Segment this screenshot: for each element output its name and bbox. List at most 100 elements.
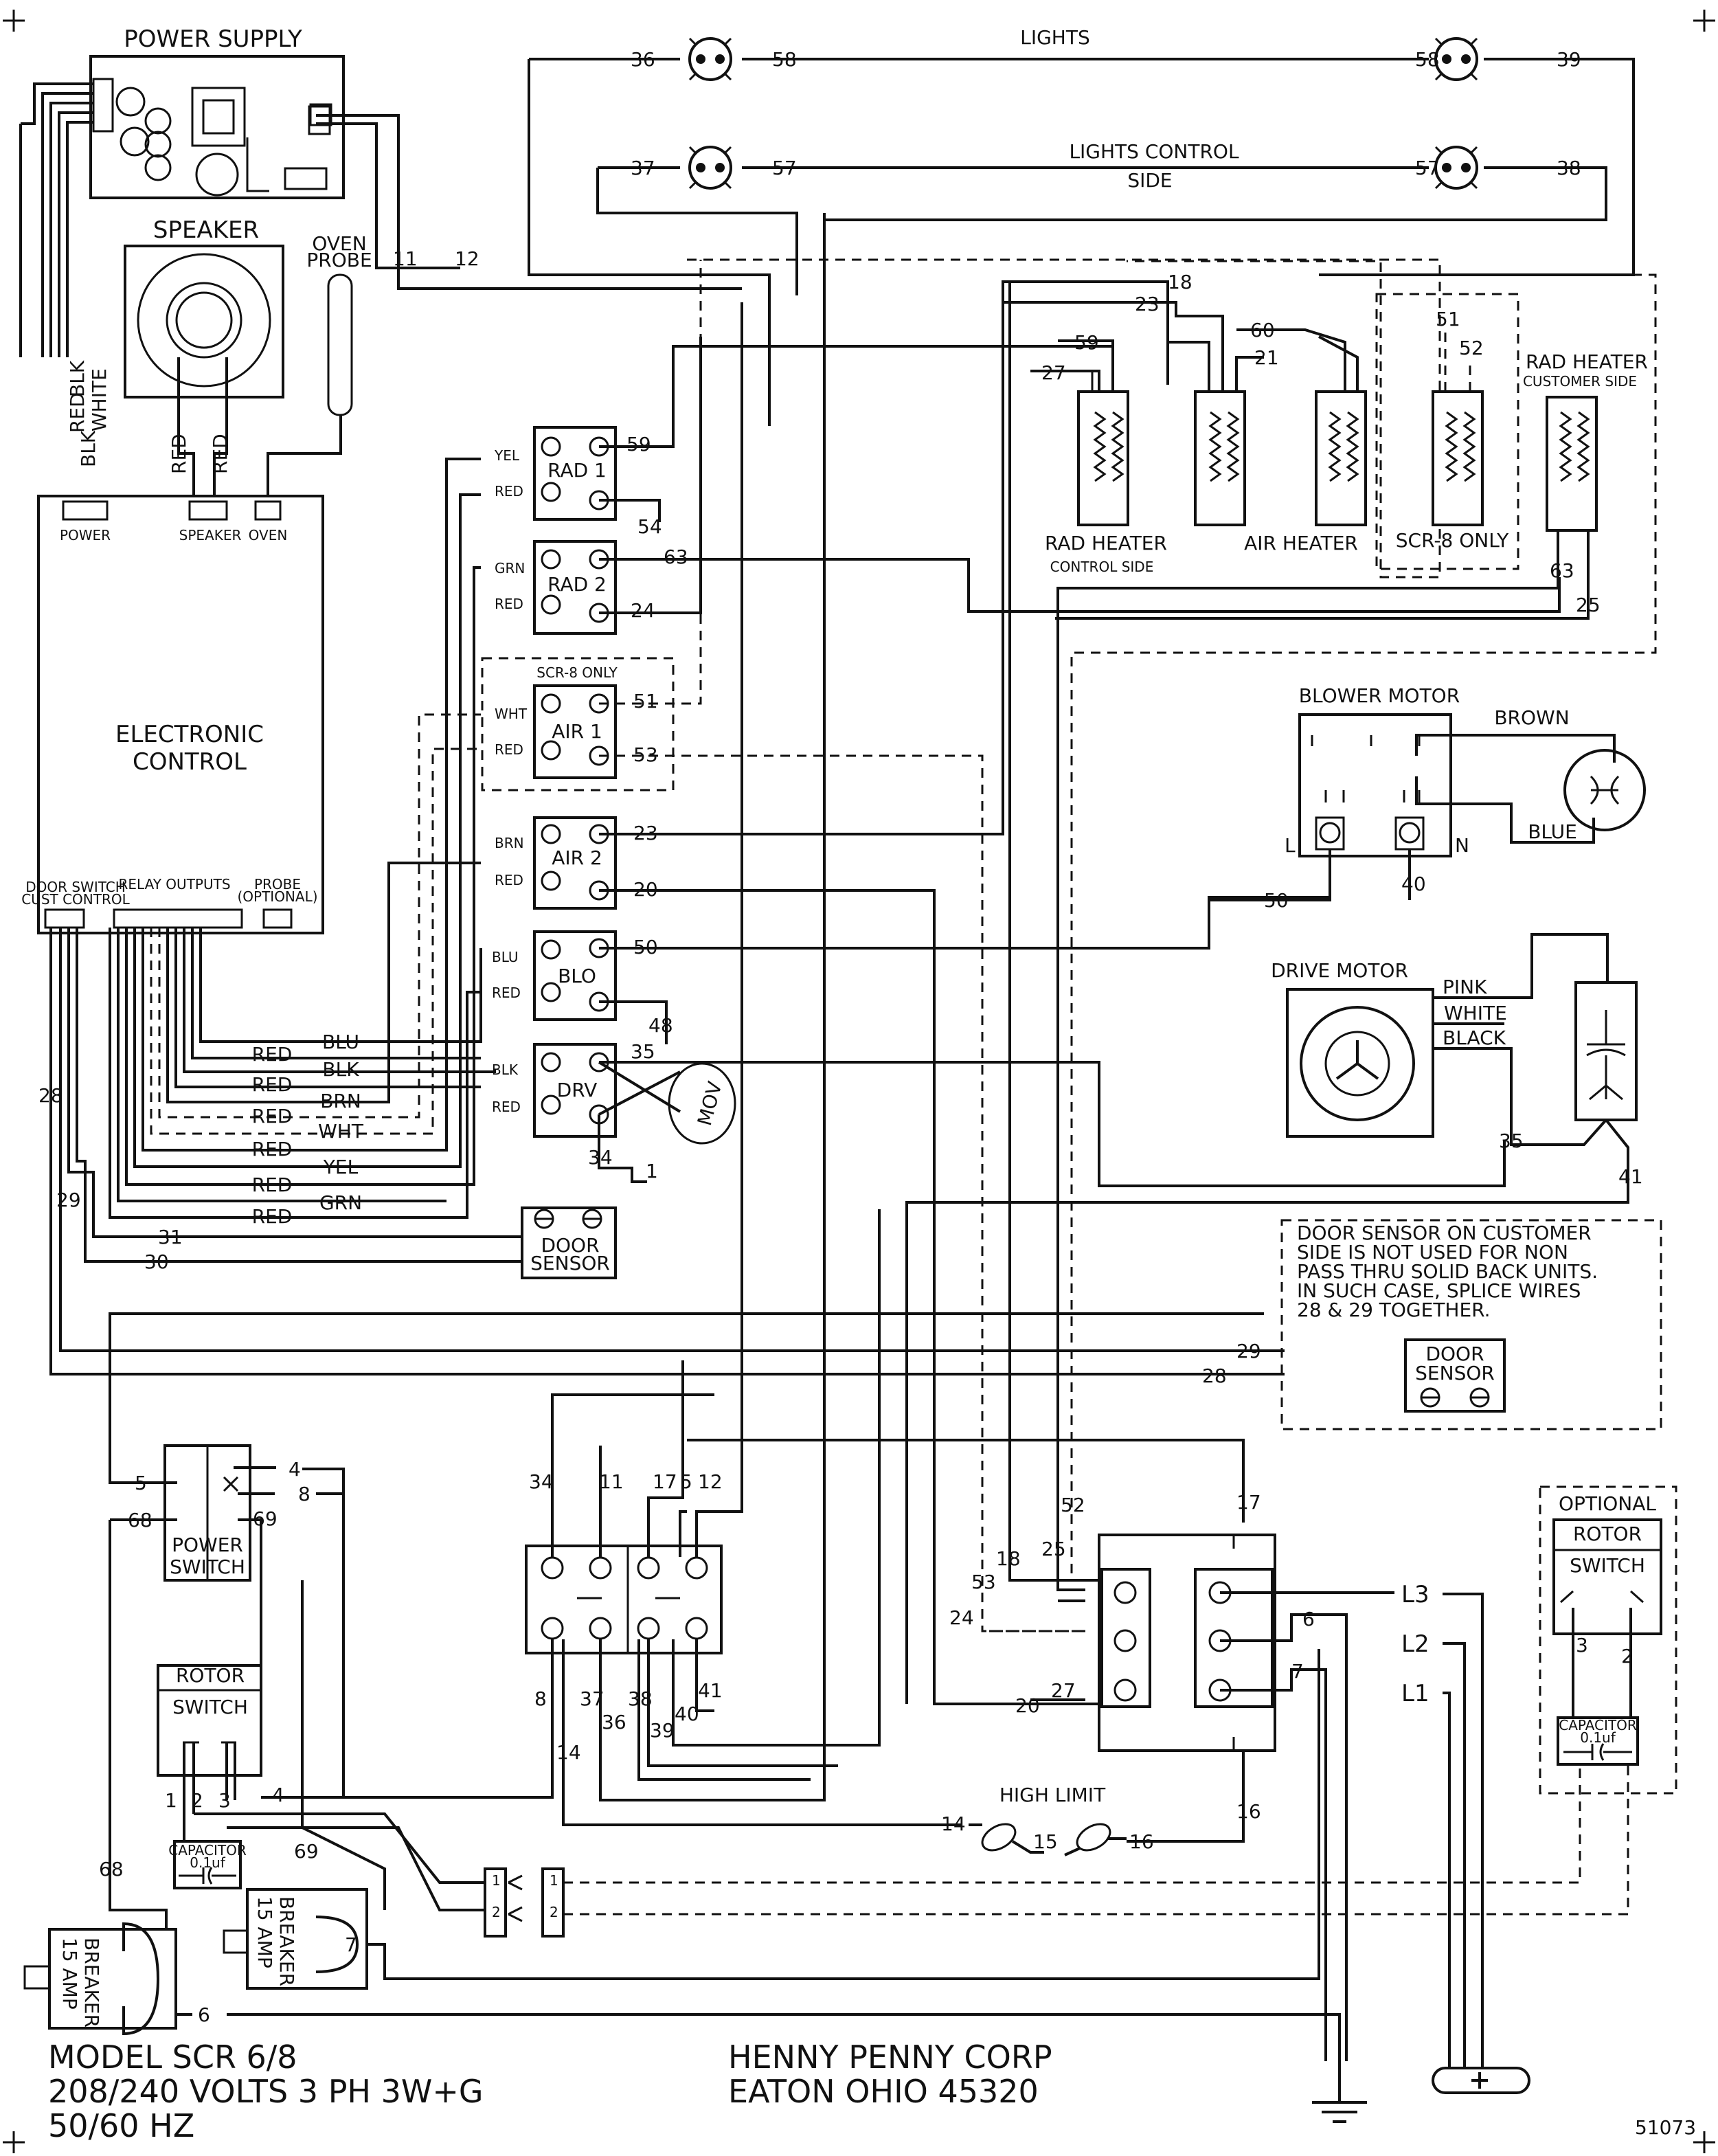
svg-text:59: 59 [626,433,651,456]
svg-text:25: 25 [1576,594,1601,616]
door-wires [49,928,1285,1375]
svg-text:WHITE: WHITE [1444,1002,1507,1024]
svg-text:DOOR SENSOR ON CUSTOMER: DOOR SENSOR ON CUSTOMER [1297,1222,1592,1244]
light-bulb-39 [1434,37,1478,81]
svg-text:15 AMP: 15 AMP [253,1896,276,1968]
svg-text:L3: L3 [1401,1581,1429,1608]
svg-text:PINK: PINK [1443,976,1487,998]
svg-text:WHITE: WHITE [88,368,111,431]
svg-text:68: 68 [128,1509,152,1531]
svg-text:4: 4 [272,1784,284,1806]
svg-text:RED: RED [495,872,523,888]
svg-text:63: 63 [664,546,688,568]
svg-text:7: 7 [1291,1660,1304,1683]
svg-text:PROBE: PROBE [306,249,372,271]
power-supply: POWER SUPPLY [89,25,345,199]
svg-text:35: 35 [1499,1130,1524,1152]
door-sensor-customer: DOOR SENSOR ON CUSTOMER SIDE IS NOT USED… [1280,1219,1662,1430]
svg-text:0.1uf: 0.1uf [190,1854,225,1871]
svg-text:29: 29 [1236,1340,1261,1362]
svg-text:PASS THRU SOLID BACK UNITS.: PASS THRU SOLID BACK UNITS. [1297,1260,1598,1283]
rotor-switch-control: ROTOR SWITCH 1 2 3 4 [157,1664,284,1828]
svg-text:DRV: DRV [557,1079,598,1101]
svg-text:20: 20 [1015,1694,1040,1717]
svg-text:RED: RED [252,1073,293,1096]
svg-text:5: 5 [135,1472,147,1494]
svg-text:(OPTIONAL): (OPTIONAL) [237,888,317,905]
svg-text:18: 18 [1168,271,1193,293]
svg-text:GRN: GRN [319,1191,362,1214]
breaker-1: 15 AMP BREAKER 6 [23,1922,1341,2061]
svg-text:OVEN: OVEN [249,527,288,543]
svg-text:BLUE: BLUE [1528,820,1577,843]
oven-probe: OVEN PROBE [267,232,372,502]
svg-text:5: 5 [680,1470,692,1493]
svg-text:53: 53 [971,1571,996,1593]
svg-text:27: 27 [1041,361,1066,384]
svg-text:IN SUCH CASE, SPLICE WIRES: IN SUCH CASE, SPLICE WIRES [1297,1279,1581,1302]
svg-text:7: 7 [345,1933,357,1956]
svg-text:BRN: BRN [495,835,524,851]
svg-text:2: 2 [191,1789,203,1812]
svg-text:41: 41 [698,1679,723,1702]
svg-text:RED: RED [492,985,521,1001]
svg-text:3: 3 [218,1789,231,1812]
light-bulb-38 [1434,146,1478,190]
svg-text:RELAY OUTPUTS: RELAY OUTPUTS [118,876,230,892]
ps-wire-labels: RED BLK WHITE BLK 11 12 [66,247,479,467]
svg-text:L2: L2 [1401,1630,1429,1658]
blower-motor: BLOWER MOTOR BROWN BLUE L N 50 40 [1209,684,1646,912]
door-wire-labels: 28 29 31 30 29 28 [38,1084,1261,1387]
svg-text:DOOR: DOOR [541,1234,599,1257]
svg-text:63: 63 [1550,559,1574,582]
svg-text:BRN: BRN [320,1090,361,1112]
svg-text:30: 30 [144,1250,169,1273]
svg-text:RED: RED [252,1105,293,1127]
svg-text:38: 38 [1557,157,1581,179]
svg-text:39: 39 [650,1719,675,1742]
svg-text:POWER: POWER [60,527,111,543]
heaters: 18 23 60 21 59 27 51 52 63 25 RAD HEATER… [687,258,1657,1591]
svg-text:BREAKER: BREAKER [80,1938,103,2028]
svg-text:SWITCH: SWITCH [172,1696,248,1718]
svg-text:SIDE: SIDE [1127,169,1172,192]
svg-text:BLU: BLU [492,949,519,965]
svg-text:16: 16 [1129,1830,1154,1853]
svg-text:BLO: BLO [558,965,596,987]
svg-text:6: 6 [198,2003,210,2026]
corner-marks [3,10,1715,2153]
wire-69-label: 69 [294,1840,319,1863]
svg-text:41: 41 [1618,1165,1643,1188]
svg-text:DRIVE MOTOR: DRIVE MOTOR [1271,959,1408,982]
svg-text:24: 24 [631,599,655,622]
svg-text:CUSTOMER SIDE: CUSTOMER SIDE [1523,373,1637,390]
svg-text:31: 31 [158,1226,183,1248]
svg-text:48: 48 [648,1014,673,1037]
svg-text:RED: RED [495,483,523,499]
svg-text:RAD HEATER: RAD HEATER [1526,350,1648,373]
relay-air2: AIR 2 BRN RED 23 20 [495,816,658,910]
svg-text:SENSOR: SENSOR [530,1252,610,1274]
breaker-2: 15 AMP BREAKER 7 [223,1649,1320,1990]
drive-motor: DRIVE MOTOR PINK WHITE BLACK 35 41 [905,933,1643,1704]
svg-text:GRN: GRN [495,560,525,576]
svg-text:SCR-8 ONLY: SCR-8 ONLY [1396,529,1509,552]
svg-text:CAPACITOR: CAPACITOR [168,1842,247,1859]
svg-text:40: 40 [1401,873,1426,895]
svg-text:BLK: BLK [77,430,100,467]
rotor-switch-optional: OPTIONAL ROTOR SWITCH 3 2 CAPACITOR 0.1u… [1539,1485,1677,1795]
lights-section: LIGHTS LIGHTS CONTROL SIDE 36 58 58 39 3… [528,26,1635,426]
svg-text:RED: RED [168,434,190,474]
svg-text:4: 4 [289,1458,301,1481]
contactor: 52 25 18 53 24 27 20 17 16 6 7 L3 L2 L1 [687,282,1484,2068]
svg-text:YEL: YEL [494,447,520,464]
light-bulb-36 [688,37,732,81]
svg-text:AIR 1: AIR 1 [552,720,602,743]
title-block: MODEL SCR 6/8 208/240 VOLTS 3 PH 3W+G 50… [48,2039,1696,2144]
svg-text:24: 24 [949,1606,974,1629]
svg-text:17: 17 [653,1470,677,1493]
svg-text:L: L [1285,834,1296,857]
svg-text:SPEAKER: SPEAKER [179,527,242,543]
city-label: EATON OHIO 45320 [728,2073,1039,2110]
